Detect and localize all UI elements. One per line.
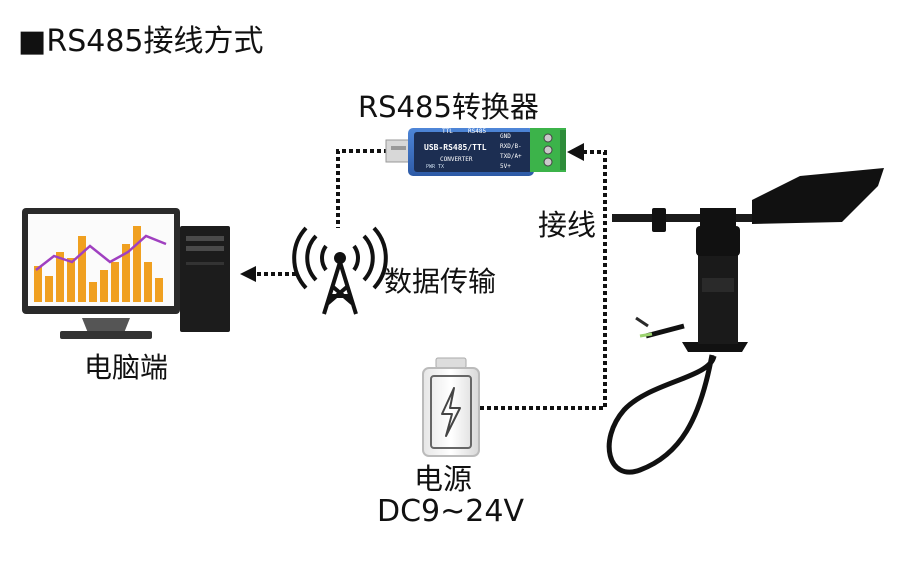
line-sensor-to-converter (584, 150, 607, 407)
wind-vane-tail (752, 168, 884, 224)
converter-tag-ttl: TTL (442, 128, 453, 135)
converter-tag-rs485: RS485 (468, 128, 487, 135)
computer-icon (22, 208, 230, 339)
power-label: 电源 (414, 462, 473, 496)
wiring-label: 接线 (538, 208, 597, 242)
converter-pin-gnd: GND (500, 133, 511, 140)
line-converter-to-antenna (336, 149, 388, 228)
computer-label: 电脑端 (84, 351, 169, 384)
arrow-to-converter (567, 143, 584, 161)
battery-icon (422, 357, 480, 457)
converter-device-text: USB-RS485/TTL (424, 143, 487, 152)
antenna-icon (292, 226, 388, 315)
lightning-icon (441, 387, 461, 437)
converter-device (385, 128, 566, 176)
converter-pin-5v: 5V+ (500, 163, 511, 170)
wind-sensor (606, 168, 884, 475)
connection-lines (254, 149, 607, 410)
page-title: ■RS485接线方式 (18, 24, 264, 59)
transmission-label: 数据传输 (384, 265, 497, 298)
converter-device-sub: CONVERTER (440, 156, 473, 163)
converter-pin-txd: TXD/A+ (500, 153, 522, 160)
converter-pin-rxd: RXD/B- (500, 143, 522, 150)
power-voltage-range: DC9~24V (377, 494, 524, 529)
converter-leds: PWR TX (426, 164, 445, 170)
arrow-to-pc (240, 266, 256, 282)
sensor-cable (606, 354, 717, 475)
screen-chart-bars (34, 226, 163, 302)
converter-label: RS485转换器 (358, 90, 539, 124)
screen-chart-line (35, 234, 167, 271)
